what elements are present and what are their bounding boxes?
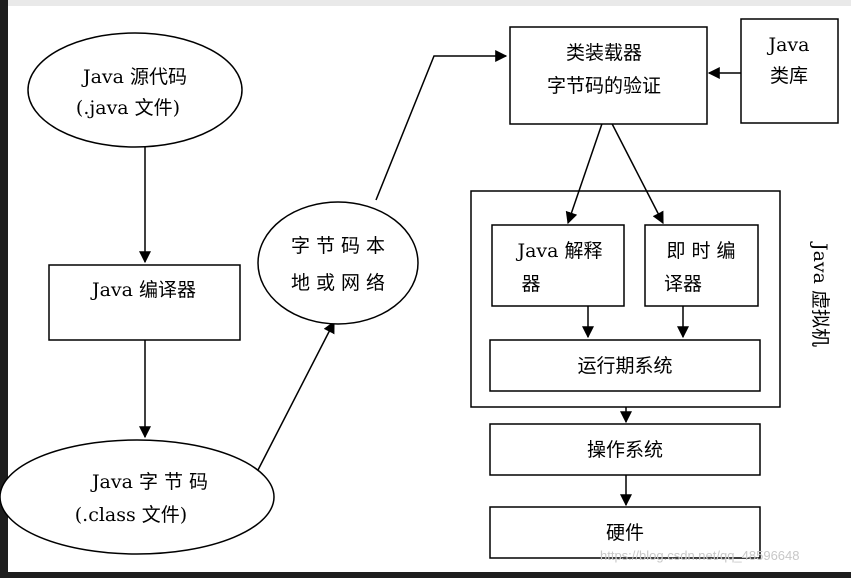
java-class-library-label-line2: 类库	[770, 65, 808, 87]
bytecode-local-network-label-line2: 地 或 网 络	[291, 272, 385, 294]
java-bytecode-label-line1: Java 字 节 码	[90, 471, 208, 493]
arrow-loader-to-jit	[605, 111, 664, 225]
runtime-system-node	[489, 339, 761, 392]
top-border-strip	[0, 0, 851, 6]
java-compiler-node	[48, 264, 241, 341]
class-loader-label-line2: 字节码的验证	[547, 75, 661, 97]
watermark-url: https://blog.csdn.net/qq_48596648	[600, 548, 800, 563]
class-loader-node	[509, 26, 708, 125]
java-bytecode-label-line2: (.class 文件)	[75, 504, 187, 526]
class-loader-label-line1: 类装载器	[566, 42, 642, 64]
arrow-bytecode-to-network	[257, 320, 335, 471]
jit-compiler-label-line2: 译器	[664, 273, 702, 295]
java-compiler-label: Java 编译器	[90, 279, 196, 301]
bytecode-local-network-label-line1: 字 节 码 本	[291, 235, 385, 257]
java-class-library-label-line1: Java	[766, 34, 809, 56]
arrow-loader-to-interpreter	[565, 111, 607, 225]
java-source-node	[27, 32, 243, 148]
hardware-node	[489, 506, 761, 559]
jit-compiler-label-line1: 即 时 编	[666, 240, 735, 262]
java-interpreter-label-line1: Java 解释	[515, 240, 602, 262]
operating-system-label: 操作系统	[587, 439, 663, 461]
runtime-system-label: 运行期系统	[577, 355, 672, 377]
java-source-label-line2: (.java 文件)	[76, 97, 180, 119]
bytecode-local-network-node	[257, 201, 419, 325]
arrow-network-to-class-loader	[375, 50, 508, 201]
operating-system-node	[489, 423, 761, 476]
hardware-label: 硬件	[606, 522, 644, 544]
left-border-strip	[0, 0, 8, 578]
jvm-vertical-label: Java 虚拟机	[809, 241, 831, 347]
java-source-label-line1: Java 源代码	[81, 66, 187, 88]
java-interpreter-node	[491, 224, 625, 307]
jvm-container	[470, 190, 781, 408]
bottom-border-strip	[0, 572, 851, 578]
java-class-library-node	[740, 18, 839, 124]
java-interpreter-label-line2: 器	[521, 273, 540, 295]
java-bytecode-node	[0, 439, 275, 555]
jit-compiler-node	[644, 224, 759, 307]
